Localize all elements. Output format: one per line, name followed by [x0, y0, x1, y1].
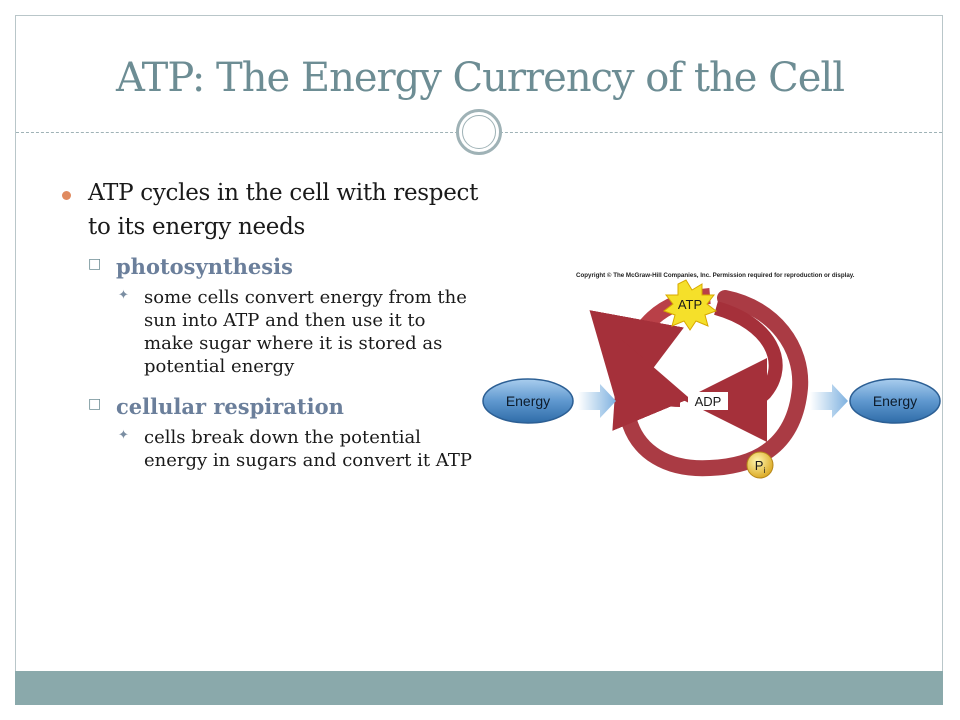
diamond-bullet-icon: ✦ — [118, 428, 129, 443]
square-bullet-icon: □ — [88, 256, 102, 272]
bullet-photosynthesis-detail-text: some cells convert energy from the sun i… — [144, 287, 467, 377]
footer-bar — [15, 671, 943, 705]
bullet-respiration-label: cellular respiration — [116, 394, 344, 419]
energy-out-oval — [849, 378, 941, 424]
adp-label: ADP — [695, 394, 722, 409]
phosphate-circle-icon — [746, 451, 774, 479]
bullet-photosynthesis-label: photosynthesis — [116, 254, 293, 279]
divider-circle-ornament — [456, 109, 502, 155]
energy-out-label: Energy — [873, 393, 917, 409]
cycle-arrow-adp-left — [612, 337, 690, 431]
square-bullet-icon: □ — [88, 396, 102, 412]
bullet-respiration: □ cellular respiration — [60, 392, 480, 422]
bullet-main: ATP cycles in the cell with respect to i… — [60, 176, 480, 244]
energy-in-oval — [482, 378, 574, 424]
bullet-respiration-detail: ✦ cells break down the potential energy … — [60, 426, 480, 472]
bullet-main-text: ATP cycles in the cell with respect to i… — [88, 180, 479, 240]
copyright-notice: Copyright © The McGraw-Hill Companies, I… — [576, 272, 855, 279]
cycle-arrow-inner — [683, 301, 783, 443]
atp-label: ATP — [678, 297, 702, 312]
atp-cycle-figure: Copyright © The McGraw-Hill Companies, I… — [470, 268, 950, 488]
atp-star-icon — [662, 279, 718, 331]
bullet-respiration-detail-text: cells break down the potential energy in… — [144, 427, 472, 471]
diamond-bullet-icon: ✦ — [118, 288, 129, 303]
energy-in-label: Energy — [506, 393, 550, 409]
atp-cycle-diagram: Copyright © The McGraw-Hill Companies, I… — [482, 272, 941, 479]
bullet-dot-icon — [62, 191, 71, 200]
bullet-list: ATP cycles in the cell with respect to i… — [60, 176, 480, 472]
energy-out-arrow — [810, 384, 848, 418]
energy-in-arrow — [578, 384, 616, 418]
phosphate-label: Pi — [755, 458, 766, 475]
bullet-photosynthesis: □ photosynthesis — [60, 252, 480, 282]
slide-title: ATP: The Energy Currency of the Cell — [115, 55, 845, 101]
bullet-photosynthesis-detail: ✦ some cells convert energy from the sun… — [60, 286, 480, 378]
adp-label-bg — [688, 392, 728, 410]
